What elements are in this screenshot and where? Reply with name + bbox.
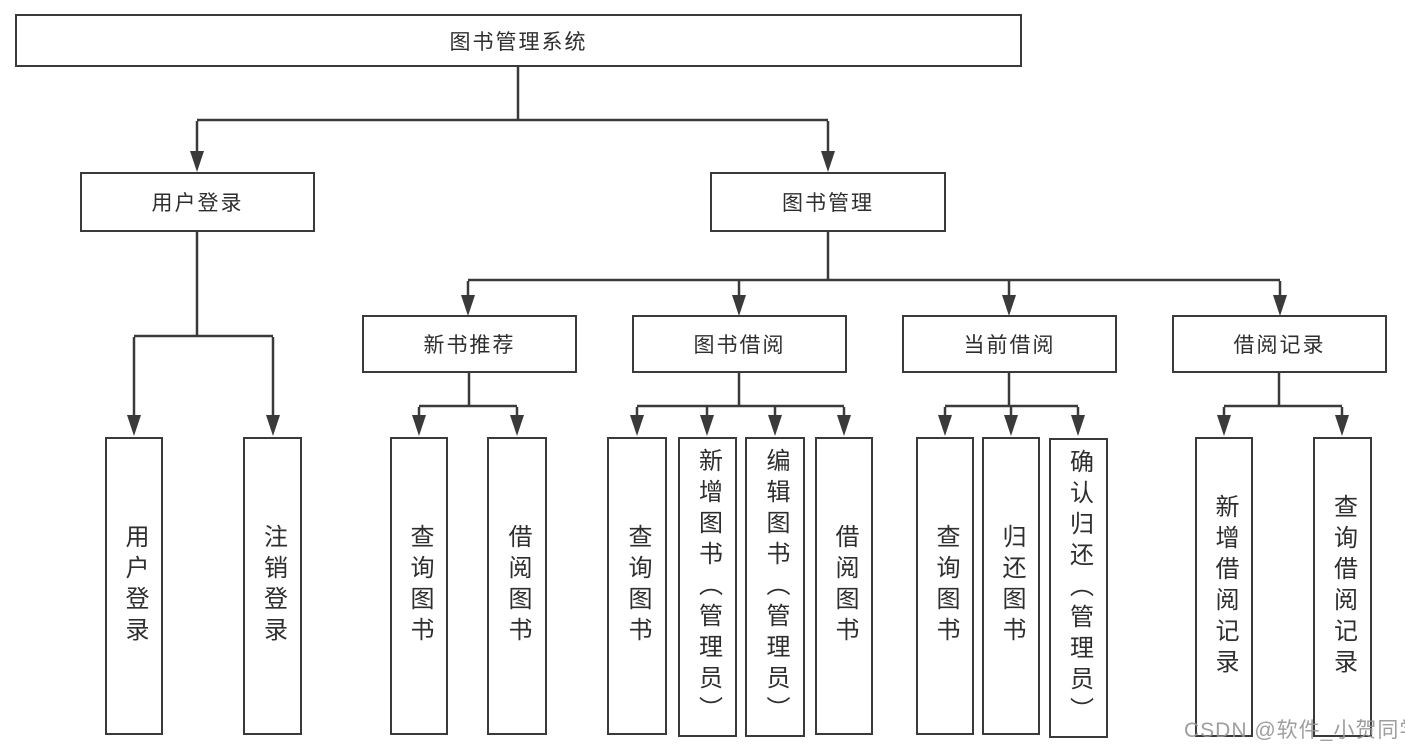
watermark-text: CSDN @软件_小贺同学 <box>1184 719 1405 742</box>
node-book-management: 图书管理 <box>710 172 946 232</box>
vbox-borrow-query-books: 查询图书 <box>607 437 667 735</box>
node-user-login: 用户登录 <box>80 172 315 232</box>
node-root-system: 图书管理系统 <box>15 14 1022 67</box>
node-borrow-records: 借阅记录 <box>1172 315 1387 373</box>
vbox-borrow-edit-books-admin: 编辑图书（管理员） <box>745 437 805 737</box>
vbox-records-add-record: 新增借阅记录 <box>1195 437 1253 737</box>
node-current-borrow: 当前借阅 <box>902 315 1117 373</box>
vbox-current-query-books: 查询图书 <box>916 437 974 735</box>
vbox-borrow-add-books-admin: 新增图书（管理员） <box>678 437 737 737</box>
tree-edges <box>132 67 1344 420</box>
vbox-user-login: 用户登录 <box>105 437 163 735</box>
vbox-logout: 注销登录 <box>243 437 302 735</box>
vbox-recommend-query-books: 查询图书 <box>390 437 448 735</box>
vbox-records-query-record: 查询借阅记录 <box>1313 437 1372 737</box>
node-new-book-recommend: 新书推荐 <box>362 315 577 373</box>
vbox-current-confirm-return-admin: 确认归还（管理员） <box>1049 438 1108 738</box>
vbox-borrow-borrow-books: 借阅图书 <box>815 437 873 735</box>
node-book-borrow: 图书借阅 <box>632 315 847 373</box>
vbox-recommend-borrow-books: 借阅图书 <box>487 437 547 735</box>
vbox-current-return-books: 归还图书 <box>982 437 1040 735</box>
